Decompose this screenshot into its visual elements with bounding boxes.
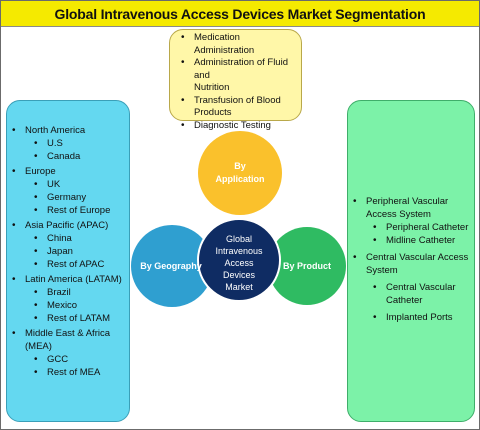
product-group-text: Central Vascular Access — [366, 252, 469, 263]
country-item: Rest of LATAM — [7, 312, 127, 325]
product-group-item: Central Vascular Access System — [348, 251, 470, 277]
product-sub-item: Peripheral Catheter — [348, 221, 470, 234]
country-item: Germany — [7, 191, 127, 204]
country-item: Brazil — [7, 286, 127, 299]
geography-segment-box: North America U.S Canada Europe UK Germa… — [6, 100, 130, 422]
region-item: Middle East & Africa (MEA) — [7, 327, 127, 353]
country-item: China — [7, 232, 127, 245]
application-circle — [198, 131, 282, 215]
application-item: Medication Administration — [176, 32, 297, 57]
region-item: Europe — [7, 165, 127, 178]
diagram-title: Global Intravenous Access Devices Market… — [1, 1, 479, 26]
product-sub-text: Central Vascular — [386, 282, 456, 293]
country-item: Rest of Europe — [7, 204, 127, 217]
geography-circle-label: By Geography — [140, 261, 202, 271]
title-divider — [1, 26, 479, 27]
product-circle-label: By Product — [283, 261, 331, 271]
application-circle-label-line1: By — [234, 161, 246, 171]
product-sub-item: Implanted Ports — [348, 311, 470, 324]
application-item: Transfusion of Blood Products — [176, 95, 297, 120]
country-item: GCC — [7, 353, 127, 366]
center-label-line: Access — [224, 258, 254, 268]
center-label-line: Devices — [223, 270, 256, 280]
application-circle-label-line2: Application — [216, 174, 265, 184]
country-item: U.S — [7, 137, 127, 150]
product-segment-box: Peripheral Vascular Access System Periph… — [347, 100, 475, 422]
product-sub-item: Central Vascular Catheter — [348, 281, 470, 307]
country-item: UK — [7, 178, 127, 191]
application-item: Administration of Fluid and Nutrition — [176, 57, 297, 95]
application-item-text: Transfusion of Blood — [194, 94, 281, 106]
region-item-text: (MEA) — [25, 341, 52, 352]
center-label-line: Intravenous — [215, 246, 263, 256]
country-item: Rest of APAC — [7, 258, 127, 271]
product-group-text: Peripheral Vascular — [366, 196, 449, 207]
region-item: Asia Pacific (APAC) — [7, 219, 127, 232]
product-circle — [268, 227, 346, 305]
application-item-text: Medication Administration — [194, 32, 255, 56]
center-circle — [197, 218, 281, 302]
application-item-text: Diagnostic Testing — [194, 119, 271, 131]
center-label-line: Global — [226, 234, 252, 244]
application-item-text: Administration of Fluid and — [194, 57, 288, 81]
application-item: Diagnostic Testing — [176, 120, 297, 133]
country-item: Rest of MEA — [7, 366, 127, 379]
region-item: Latin America (LATAM) — [7, 273, 127, 286]
product-sub-text: Catheter — [386, 295, 423, 306]
application-segment-box: Medication Administration Administration… — [169, 29, 302, 132]
application-item-text: Nutrition — [194, 82, 230, 93]
application-item-text: Products — [194, 107, 232, 118]
country-item: Japan — [7, 245, 127, 258]
region-item: North America — [7, 124, 127, 137]
product-sub-item: Midline Catheter — [348, 234, 470, 247]
product-group-text: Access System — [366, 209, 431, 220]
product-group-text: System — [366, 265, 398, 276]
region-item-text: Middle East & Africa — [25, 328, 111, 339]
product-group-item: Peripheral Vascular Access System — [348, 195, 470, 221]
geography-circle — [131, 225, 213, 307]
country-item: Mexico — [7, 299, 127, 312]
center-label-line: Market — [225, 282, 253, 292]
country-item: Canada — [7, 150, 127, 163]
